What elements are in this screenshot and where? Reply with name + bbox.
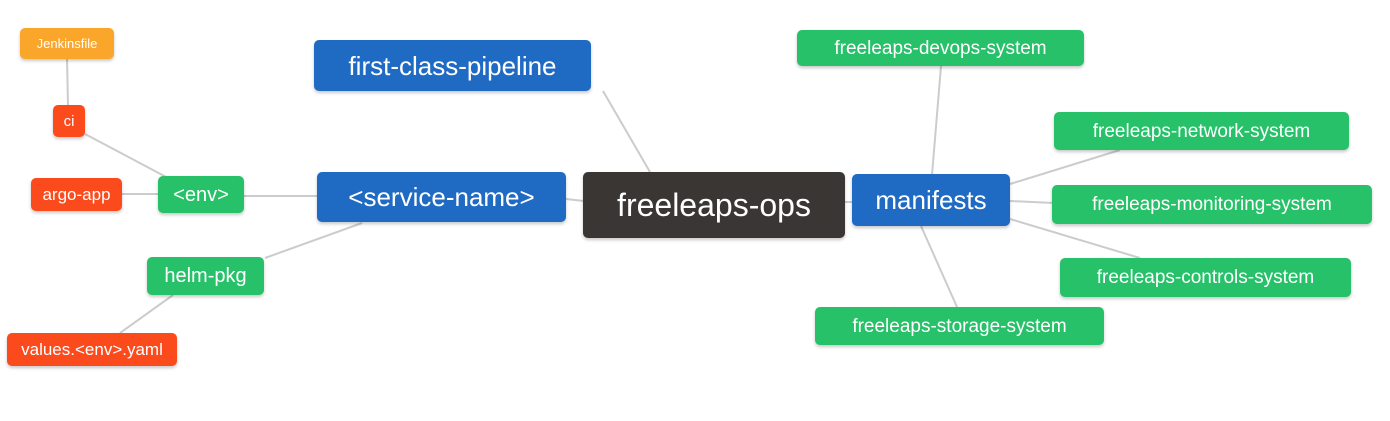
node-ci[interactable]: ci [53, 105, 85, 137]
node-label: <env> [173, 183, 229, 206]
node-label: freeleaps-devops-system [834, 37, 1047, 59]
node-env[interactable]: <env> [158, 176, 244, 213]
node-label: Jenkinsfile [36, 36, 98, 51]
edge-manifests-to-freeleaps-controls-system [1009, 218, 1141, 259]
node-label: freeleaps-ops [617, 187, 811, 223]
node-jenkinsfile[interactable]: Jenkinsfile [20, 28, 114, 59]
node-label: ci [63, 112, 75, 130]
node-label: freeleaps-network-system [1092, 120, 1311, 142]
edge-manifests-to-freeleaps-monitoring-system [1009, 200, 1055, 204]
node-label: freeleaps-controls-system [1096, 267, 1315, 288]
node-service-name[interactable]: <service-name> [317, 172, 566, 222]
node-first-class-pipeline[interactable]: first-class-pipeline [314, 40, 591, 91]
node-values-env-yaml[interactable]: values.<env>.yaml [7, 333, 177, 366]
edge-manifests-to-freeleaps-devops-system [931, 65, 942, 176]
edge-manifests-to-freeleaps-network-system [1009, 149, 1121, 185]
edge-jenkinsfile-to-ci [66, 57, 69, 107]
edge-ci-to-env [84, 133, 169, 179]
edge-first-class-pipeline-to-freeleaps-ops [602, 90, 651, 173]
node-freeleaps-monitoring-system[interactable]: freeleaps-monitoring-system [1052, 185, 1372, 224]
edge-manifests-to-freeleaps-storage-system [920, 225, 958, 308]
node-freeleaps-network-system[interactable]: freeleaps-network-system [1054, 112, 1349, 150]
node-label: freeleaps-storage-system [852, 315, 1067, 337]
node-freeleaps-devops-system[interactable]: freeleaps-devops-system [797, 30, 1084, 66]
node-freeleaps-controls-system[interactable]: freeleaps-controls-system [1060, 258, 1351, 297]
node-argo-app[interactable]: argo-app [31, 178, 122, 211]
node-freeleaps-storage-system[interactable]: freeleaps-storage-system [815, 307, 1104, 345]
node-label: first-class-pipeline [348, 50, 557, 81]
node-manifests[interactable]: manifests [852, 174, 1010, 226]
edge-helm-pkg-to-service-name [264, 222, 363, 259]
node-label: argo-app [42, 185, 111, 204]
edge-service-name-to-freeleaps-ops [565, 198, 585, 202]
node-label: values.<env>.yaml [21, 340, 163, 359]
node-label: <service-name> [348, 182, 535, 212]
node-label: freeleaps-monitoring-system [1092, 194, 1332, 215]
node-helm-pkg[interactable]: helm-pkg [147, 257, 264, 295]
node-label: manifests [875, 185, 987, 215]
edge-values-env-yaml-to-helm-pkg [119, 294, 174, 334]
node-freeleaps-ops[interactable]: freeleaps-ops [583, 172, 845, 238]
node-label: helm-pkg [164, 265, 247, 287]
